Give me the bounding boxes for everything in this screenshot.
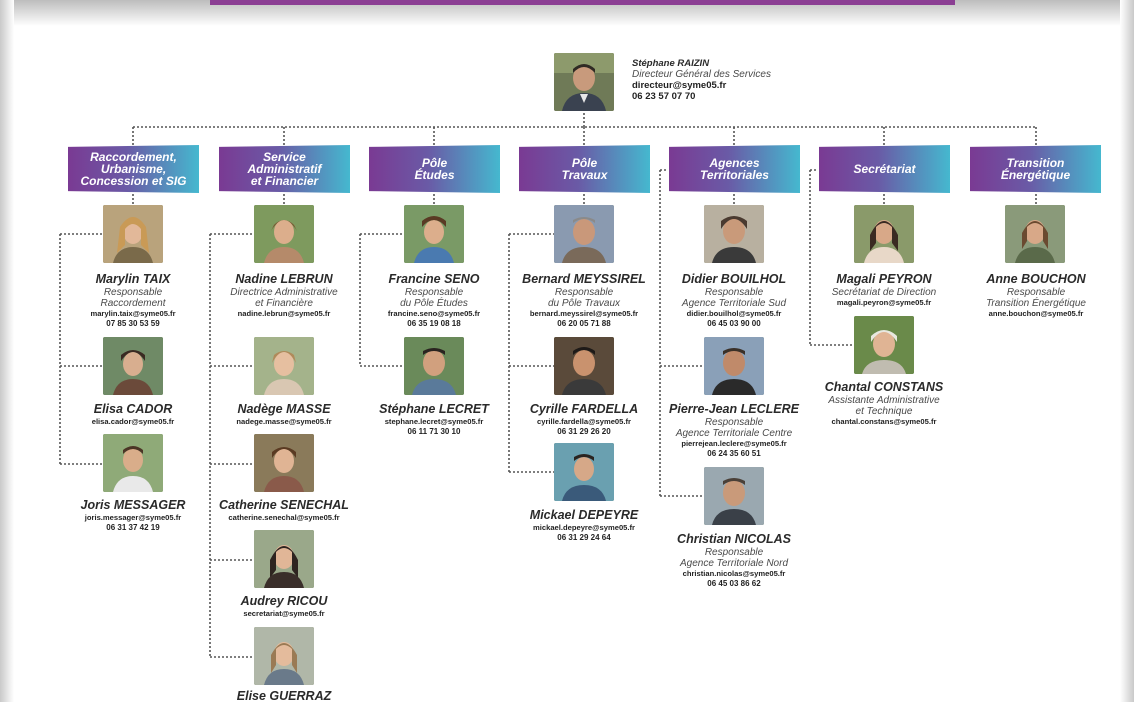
person-didier-bouilhol: Didier BOUILHOL Responsable Agence Terri… (681, 272, 787, 328)
person-stephane-lecret: Stéphane LECRET stephane.lecret@syme05.f… (379, 402, 489, 436)
photo-catherine-senechal (254, 434, 314, 492)
person-pierre-jean-leclere: Pierre-Jean LECLERE Responsable Agence T… (669, 402, 799, 458)
director-email[interactable]: directeur@syme05.fr (632, 80, 727, 91)
photo-audrey-ricou (254, 530, 314, 588)
photo-nadine-lebrun (254, 205, 314, 263)
photo-marylin-taix (103, 205, 163, 263)
photo-elisa-cador (103, 337, 163, 395)
person-mickael-depeyre: Mickael DEPEYRE mickael.depeyre@syme05.f… (529, 508, 639, 542)
photo-stephane-lecret (404, 337, 464, 395)
person-magali-peyron: Magali PEYRON Secrétariat de Direction m… (831, 272, 937, 307)
director-info: Stéphane RAIZIN Directeur Général des Se… (632, 58, 771, 102)
top-purple-strip (210, 0, 955, 5)
person-elise-guerraz: Elise GUERRAZ (236, 689, 332, 702)
header-raccordement: Raccordement,Urbanisme,Concession et SIG (68, 145, 199, 193)
photo-cyrille-fardella (554, 337, 614, 395)
director-title: Directeur Général des Services (632, 69, 771, 80)
left-page-edge (0, 0, 14, 702)
photo-francine-seno (404, 205, 464, 263)
photo-didier-bouilhol (704, 205, 764, 263)
person-bernard-meyssirel: Bernard MEYSSIREL Responsable du Pôle Tr… (522, 272, 646, 328)
header-secretariat: Secrétariat (819, 145, 950, 193)
photo-magali-peyron (854, 205, 914, 263)
director-photo (554, 53, 614, 111)
person-nadege-masse: Nadège MASSE nadege.masse@syme05.fr (236, 402, 332, 426)
person-audrey-ricou: Audrey RICOU secretariat@syme05.fr (240, 594, 328, 618)
photo-anne-bouchon (1005, 205, 1065, 263)
photo-nadege-masse (254, 337, 314, 395)
director-phone: 06 23 57 07 70 (632, 91, 696, 102)
photo-pierre-jean-leclere (704, 337, 764, 395)
photo-elise-guerraz (254, 627, 314, 685)
right-page-edge (1120, 0, 1134, 702)
person-anne-bouchon: Anne BOUCHON Responsable Transition Éner… (986, 272, 1086, 318)
photo-chantal-constans (854, 316, 914, 374)
photo-joris-messager (103, 434, 163, 492)
photo-christian-nicolas (704, 467, 764, 525)
person-elisa-cador: Elisa CADOR elisa.cador@syme05.fr (91, 402, 175, 426)
director-name: Stéphane RAIZIN (632, 58, 710, 69)
photo-bernard-meyssirel (554, 205, 614, 263)
photo-mickael-depeyre (554, 443, 614, 501)
person-joris-messager: Joris MESSAGER joris.messager@syme05.fr … (80, 498, 186, 532)
person-catherine-senechal: Catherine SENECHAL catherine.senechal@sy… (219, 498, 349, 522)
person-nadine-lebrun: Nadine LEBRUN Directrice Administrative … (230, 272, 338, 318)
person-francine-seno: Francine SENO Responsable du Pôle Études… (387, 272, 481, 328)
person-cyrille-fardella: Cyrille FARDELLA cyrille.fardella@syme05… (529, 402, 639, 436)
person-christian-nicolas: Christian NICOLAS Responsable Agence Ter… (677, 532, 791, 588)
person-marylin-taix: Marylin TAIX Responsable Raccordement ma… (90, 272, 176, 328)
person-chantal-constans: Chantal CONSTANS Assistante Administrati… (824, 380, 944, 426)
